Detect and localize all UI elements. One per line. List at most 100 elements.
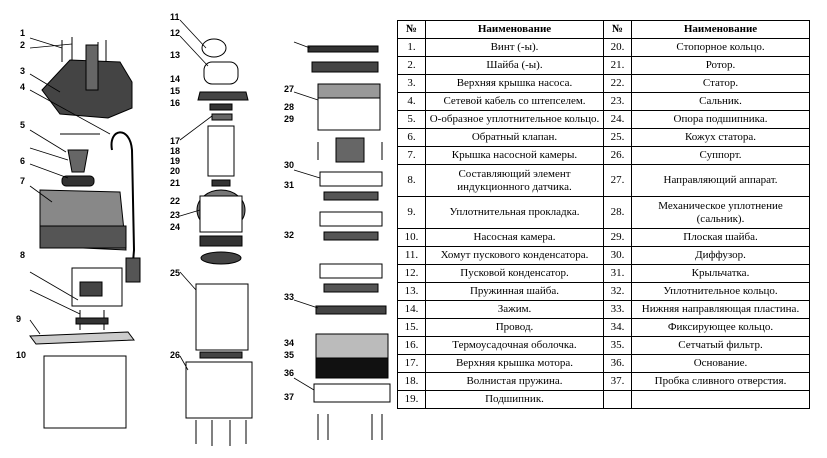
- table-row: 10.Насосная камера.29.Плоская шайба.: [397, 228, 810, 247]
- cable-plug: [125, 257, 141, 283]
- row-name: Уплотнительная прокладка.: [425, 196, 604, 229]
- pump-chamber: [43, 355, 127, 429]
- row-name: Сетчатый фильтр.: [631, 336, 810, 355]
- header-name-1: Наименование: [425, 20, 604, 39]
- row-name: Термоусадочная оболочка.: [425, 336, 604, 355]
- row-number: 9.: [397, 196, 426, 229]
- callout-20: 20: [170, 166, 180, 176]
- row-name: Кожух статора.: [631, 128, 810, 147]
- row-number: [603, 390, 632, 409]
- check-valve: [67, 149, 89, 173]
- callout-5: 5: [20, 120, 25, 130]
- callout-30: 30: [284, 160, 294, 170]
- callout-1: 1: [20, 28, 25, 38]
- row-number: 16.: [397, 336, 426, 355]
- gasket: [29, 331, 135, 345]
- table-row: 3.Верхняя крышка насоса.22.Статор.: [397, 74, 810, 93]
- callout-29: 29: [284, 114, 294, 124]
- row-number: 30.: [603, 246, 632, 265]
- callout-2: 2: [20, 40, 25, 50]
- callout-12: 12: [170, 28, 180, 38]
- row-name: Пробка сливного отверстия.: [631, 372, 810, 391]
- header-num-2: №: [603, 20, 632, 39]
- table-row: 13.Пружинная шайба.32.Уплотнительное кол…: [397, 282, 810, 301]
- row-name: Волнистая пружина.: [425, 372, 604, 391]
- mechanical-seal: [335, 137, 365, 163]
- impeller: [323, 191, 379, 201]
- exploded-view-drawing: 1 2 3 4 5 6 7 8 9 10 11 12 13 14 15 16 1…: [16, 12, 391, 446]
- row-name: Пружинная шайба.: [425, 282, 604, 301]
- callout-16: 16: [170, 98, 180, 108]
- table-row: 5.О-образное уплотнительное кольцо.24.Оп…: [397, 110, 810, 129]
- row-number: 6.: [397, 128, 426, 147]
- row-number: 13.: [397, 282, 426, 301]
- row-number: 28.: [603, 196, 632, 229]
- row-number: 5.: [397, 110, 426, 129]
- table-row: 19.Подшипник.: [397, 390, 810, 409]
- table-row: 15.Провод.34.Фиксирующее кольцо.: [397, 318, 810, 337]
- row-number: 35.: [603, 336, 632, 355]
- row-number: 21.: [603, 56, 632, 75]
- row-name: Суппорт.: [631, 146, 810, 165]
- screws-top: [61, 37, 107, 64]
- row-name: Нижняя направляющая пластина.: [631, 300, 810, 319]
- row-name: Направляющий аппарат.: [631, 164, 810, 197]
- row-number: 2.: [397, 56, 426, 75]
- callout-32: 32: [284, 230, 294, 240]
- table-row: 1.Винт (-ы).20.Стопорное кольцо.: [397, 38, 810, 57]
- power-cable: [110, 131, 136, 276]
- row-name: Крыльчатка.: [631, 264, 810, 283]
- leader-lines: [29, 19, 321, 391]
- callout-17: 17: [170, 136, 180, 146]
- row-number: 29.: [603, 228, 632, 247]
- callout-31: 31: [284, 180, 294, 190]
- callout-4: 4: [20, 82, 25, 92]
- row-name: Фиксирующее кольцо.: [631, 318, 810, 337]
- parts-table: № Наименование № Наименование 1.Винт (-ы…: [397, 20, 810, 409]
- callout-13: 13: [170, 50, 180, 60]
- stator-housing: [195, 283, 249, 351]
- table-row: 16.Термоусадочная оболочка.35.Сетчатый ф…: [397, 336, 810, 355]
- row-number: 4.: [397, 92, 426, 111]
- row-name: Пусковой конденсатор.: [425, 264, 604, 283]
- callout-33: 33: [284, 292, 294, 302]
- row-name: Сетевой кабель со штепселем.: [425, 92, 604, 111]
- row-name: Механическое уплотнение (сальник).: [631, 196, 810, 229]
- callout-21: 21: [170, 178, 180, 188]
- diffuser: [319, 171, 383, 187]
- table-row: 17.Верхняя крышка мотора.36.Основание.: [397, 354, 810, 373]
- callout-19: 19: [170, 156, 180, 166]
- row-number: 14.: [397, 300, 426, 319]
- table-row: 6.Обратный клапан.25.Кожух статора.: [397, 128, 810, 147]
- row-number: 1.: [397, 38, 426, 57]
- row-number: 36.: [603, 354, 632, 373]
- support: [185, 361, 253, 419]
- rotor: [207, 125, 235, 177]
- row-number: 17.: [397, 354, 426, 373]
- table-row: 14.Зажим.33.Нижняя направляющая пластина…: [397, 300, 810, 319]
- callout-24: 24: [170, 222, 180, 232]
- callout-8: 8: [20, 250, 25, 260]
- row-name: Плоская шайба.: [631, 228, 810, 247]
- row-name: Сальник.: [631, 92, 810, 111]
- base: [313, 383, 391, 403]
- start-capacitor: [203, 61, 239, 85]
- fixing-ring: [315, 333, 389, 359]
- row-number: 19.: [397, 390, 426, 409]
- row-number: 18.: [397, 372, 426, 391]
- row-name: Опора подшипника.: [631, 110, 810, 129]
- row-name: Статор.: [631, 74, 810, 93]
- row-number: 32.: [603, 282, 632, 301]
- row-name: Ротор.: [631, 56, 810, 75]
- row-number: 24.: [603, 110, 632, 129]
- row-number: 23.: [603, 92, 632, 111]
- callout-15: 15: [170, 86, 180, 96]
- callout-6: 6: [20, 156, 25, 166]
- row-name: Основание.: [631, 354, 810, 373]
- row-number: 31.: [603, 264, 632, 283]
- row-name: [631, 390, 810, 409]
- row-name: Составляющий элемент индукционного датчи…: [425, 164, 604, 197]
- callout-10: 10: [16, 350, 26, 360]
- header-num-1: №: [397, 20, 426, 39]
- row-name: Насосная камера.: [425, 228, 604, 247]
